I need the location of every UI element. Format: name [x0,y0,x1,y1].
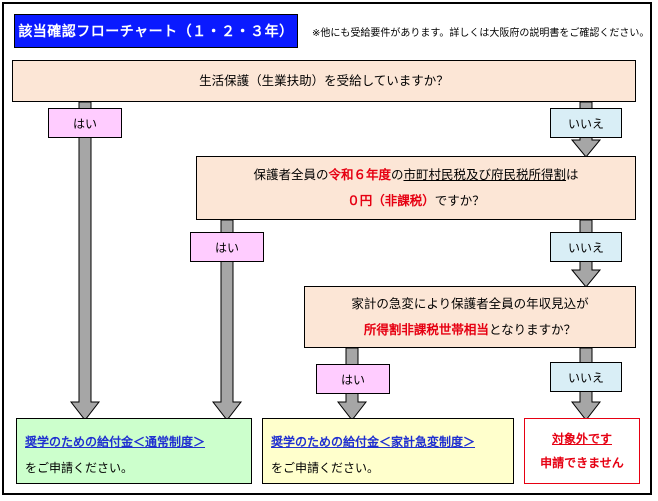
question-3-line1: 家計の急変により保護者全員の年収見込が [351,296,589,311]
q2-zero-yen: ０円（非課税） [347,193,435,208]
label-q2-no: いいえ [550,232,622,262]
result-sudden-sub: をご申請ください。 [271,461,380,475]
result-excluded-box: 対象外です 申請できません [524,418,640,484]
result-excluded-line1: 対象外です [551,432,612,446]
label-q1-yes: はい [48,108,122,138]
result-sudden-box: 奨学のための給付金＜家計急変制度＞ をご申請ください。 [262,418,514,484]
q2-tax-type: 市町村民税及び府民税所得割 [403,167,567,182]
q2-year: 令和６年度 [328,167,391,182]
label-q3-no: いいえ [550,362,622,392]
question-2-line2: ０円（非課税）ですか？ [347,188,485,214]
label-q3-yes: はい [316,364,390,394]
result-normal-box: 奨学のための給付金＜通常制度＞ をご申請ください。 [16,418,252,484]
q2-post: は [566,167,579,182]
question-3-box: 家計の急変により保護者全員の年収見込が 所得割非課税世帯相当となりますか？ [304,286,636,348]
question-1-text: 生活保護（生業扶助）を受給していますか？ [199,73,449,88]
q2-end: ですか？ [434,193,485,208]
arrow-q1-yes [69,101,101,421]
result-normal-sub: をご申請ください。 [25,461,134,475]
label-q1-no: いいえ [550,108,622,138]
result-sudden-title: 奨学のための給付金＜家計急変制度＞ [271,435,476,449]
q3-equivalent: 所得割非課税世帯相当 [363,322,489,337]
result-normal-title: 奨学のための給付金＜通常制度＞ [25,435,206,449]
q2-mid: の [390,167,404,182]
eligibility-note: ※他にも受給要件があります。詳しくは大阪府の説明書をご確認ください。 [312,28,650,39]
question-3-line2: 所得割非課税世帯相当となりますか？ [364,317,576,343]
question-2-box: 保護者全員の令和６年度の市町村民税及び府民税所得割は ０円（非課税）ですか？ [196,156,636,220]
result-excluded-line2: 申請できません [540,456,624,470]
question-1-box: 生活保護（生業扶助）を受給していますか？ [12,60,636,102]
q2-pre: 保護者全員の [253,167,329,182]
question-2-line1: 保護者全員の令和６年度の市町村民税及び府民税所得割は [253,162,578,188]
outer-frame [2,2,652,495]
flowchart-title: 該当確認フローチャート（１・２・３年） [14,14,298,48]
q3-end: となりますか？ [488,322,577,337]
label-q2-yes: はい [190,232,264,262]
